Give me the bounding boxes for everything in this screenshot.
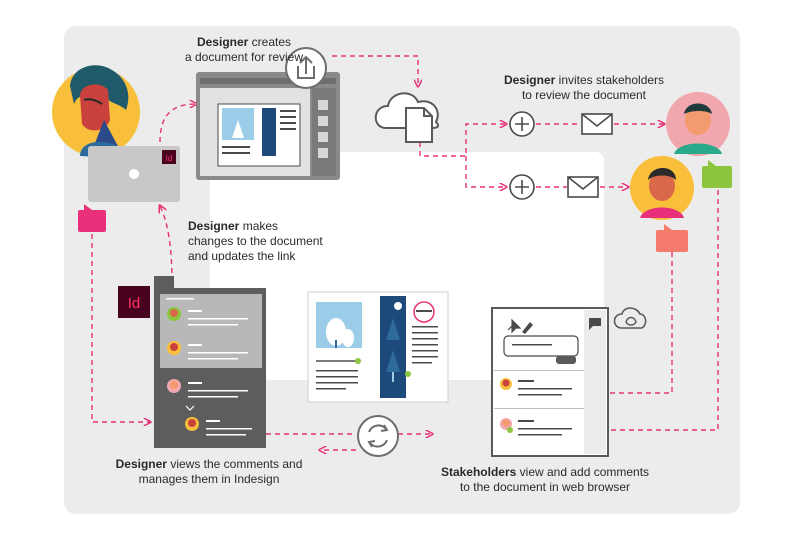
- indesign-badge-panel: Id: [118, 286, 150, 318]
- connector-upload-to-cloud: [332, 55, 418, 86]
- document-icon: [405, 107, 433, 143]
- caption-invite-actor: Designer: [503, 73, 556, 87]
- caption-stakeholders-line2: to the document in web browser: [459, 480, 631, 494]
- comment-bubble-pink: [78, 204, 106, 232]
- mail-icon-bottom: [567, 176, 599, 198]
- plus-icon-bottom: [509, 174, 535, 200]
- comment-bubble-salmon: [656, 224, 688, 252]
- connectors: [91, 55, 719, 450]
- caption-changes-line1: makes: [242, 219, 279, 233]
- caption-changes-actor: Designer: [188, 219, 240, 233]
- connector-doc-to-plus-top: [419, 124, 506, 157]
- caption-create-actor: Designer: [196, 35, 249, 49]
- mail-icon-top: [581, 113, 613, 135]
- caption-invite-line2: to review the document: [521, 88, 647, 102]
- caption-manage: Designer views the comments and manages …: [104, 457, 314, 487]
- caption-manage-line2: manages them in Indesign: [138, 472, 280, 486]
- comment-icon: [589, 318, 601, 330]
- connector-green-bubble-to-browser: [590, 190, 719, 430]
- app-window: [196, 72, 340, 180]
- designer-laptop: Id: [88, 146, 180, 202]
- web-browser-panel: [491, 307, 609, 457]
- caption-create-line1: creates: [251, 35, 292, 49]
- caption-stakeholders-line1: view and add comments: [519, 465, 650, 479]
- connector-doc-to-plus-bottom: [465, 156, 506, 187]
- plus-icon-top: [509, 111, 535, 137]
- caption-changes-line3: and updates the link: [188, 249, 296, 263]
- caption-stakeholders-actor: Stakeholders: [440, 465, 517, 479]
- caption-stakeholders: Stakeholders view and add comments to th…: [430, 465, 660, 495]
- caption-manage-line1: views the comments and: [170, 457, 303, 471]
- indesign-badge-panel-text: Id: [128, 295, 141, 312]
- caption-create: Designer creates a document for review: [164, 35, 324, 65]
- connector-panel-to-laptop: [160, 206, 173, 283]
- sync-icon: [357, 415, 399, 457]
- comment-bubble-green: [702, 160, 732, 188]
- indesign-badge-laptop: [162, 150, 176, 164]
- caption-invite-line1: invites stakeholders: [558, 73, 665, 87]
- document-spread: [307, 291, 449, 403]
- connector-salmon-bubble-to-browser: [590, 252, 673, 393]
- caption-changes-line2: changes to the document: [188, 234, 323, 248]
- connector-pink-bubble-to-panel: [91, 234, 150, 422]
- caption-invite: Designer invites stakeholders to review …: [494, 73, 674, 103]
- pencil-icon: [522, 322, 533, 334]
- caption-changes: Designer makes changes to the document a…: [188, 219, 358, 264]
- stakeholder-avatar-2: [630, 156, 694, 220]
- upload-icon: [285, 47, 327, 89]
- caption-manage-actor: Designer: [115, 457, 167, 471]
- caption-create-line2: a document for review: [184, 50, 304, 64]
- pin-icon: [507, 318, 522, 334]
- creative-cloud-icon: [613, 307, 647, 329]
- connector-laptop-to-window: [159, 104, 196, 143]
- indesign-comments-panel: [154, 276, 266, 448]
- indesign-badge-laptop-text: Id: [166, 154, 173, 163]
- stakeholder-avatar-1: [666, 92, 730, 156]
